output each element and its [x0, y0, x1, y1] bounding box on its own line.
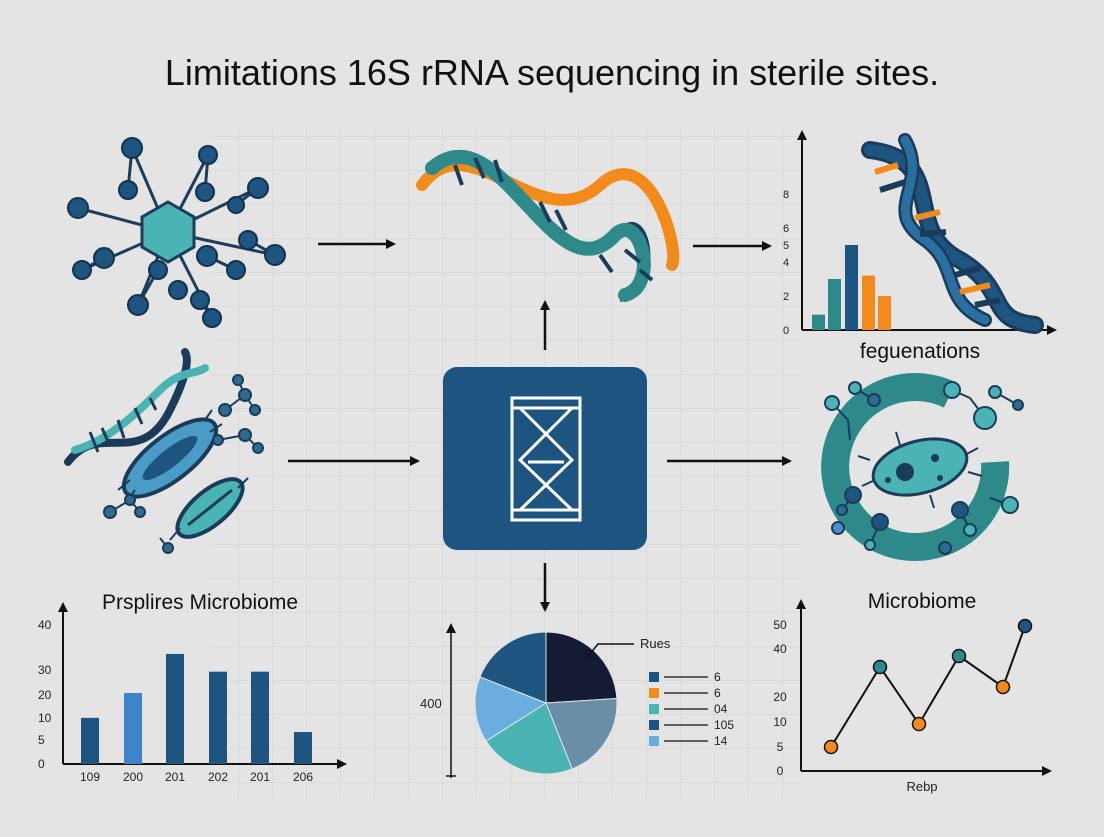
- data-point: [951, 648, 967, 664]
- chart-title: Prsplires Microbiome: [102, 591, 298, 614]
- bottom-right-line-chart: Microbiome 0 5 10 20 40 50 Rebp: [773, 590, 1052, 794]
- bar: [812, 314, 825, 330]
- bar: [294, 732, 312, 764]
- bar: [166, 653, 184, 764]
- data-point: [823, 739, 839, 755]
- x-tick-label: 201: [250, 770, 270, 784]
- y-tick-label: 30: [38, 663, 52, 677]
- bar: [81, 717, 99, 764]
- pie-axis-label: 400: [420, 696, 442, 711]
- x-tick-label: 109: [80, 770, 100, 784]
- pie-slice: [545, 698, 618, 770]
- y-tick-label: 10: [773, 715, 787, 729]
- y-tick-label: 50: [773, 618, 787, 632]
- bar: [124, 693, 142, 764]
- y-tick-label: 20: [773, 690, 787, 704]
- pie-slice: [485, 702, 573, 775]
- legend-label: 105: [714, 718, 734, 732]
- bar: [209, 671, 227, 764]
- legend-swatch: [649, 720, 659, 730]
- bar: [845, 245, 858, 330]
- y-tick-label: 0: [777, 764, 784, 778]
- y-tick-label: 40: [773, 642, 787, 656]
- bar: [862, 275, 875, 330]
- sequencer-double-helix-icon: [510, 396, 582, 522]
- legend-swatch: [649, 704, 659, 714]
- y-tick-label: 5: [777, 740, 784, 754]
- y-tick-label: 0: [38, 757, 45, 771]
- pie-slice: [479, 631, 547, 704]
- data-point: [995, 679, 1011, 695]
- bar: [828, 279, 841, 330]
- bacteria-and-dna-icon: [64, 348, 264, 554]
- y-tick-label: 6: [783, 223, 789, 235]
- legend-label: 14: [714, 734, 728, 748]
- y-tick-label: 10: [38, 711, 52, 725]
- data-point: [911, 716, 927, 732]
- legend-label: 04: [714, 702, 728, 716]
- x-tick-label: 202: [208, 770, 228, 784]
- data-point: [872, 659, 888, 675]
- x-axis-label: Rebp: [906, 779, 937, 794]
- x-tick-label: 201: [165, 770, 185, 784]
- pie-callout-line: [584, 643, 634, 661]
- bar: [251, 671, 269, 764]
- y-tick-label: 0: [783, 325, 789, 337]
- pie-slice: [474, 676, 548, 742]
- y-tick-label: 20: [38, 688, 52, 702]
- chart-label: feguenations: [860, 340, 980, 363]
- series-line: [830, 625, 1026, 748]
- pie-slice: [545, 631, 618, 704]
- bacterium-ring-network-icon: [821, 373, 1024, 561]
- y-tick-label: 2: [783, 291, 789, 303]
- pie-callout-label: Rues: [640, 636, 671, 651]
- bar: [878, 296, 891, 330]
- molecule-atoms: [67, 137, 286, 328]
- y-tick-label: 40: [38, 618, 52, 632]
- sequencer-box: [443, 367, 647, 550]
- x-tick-label: 206: [293, 770, 313, 784]
- y-tick-label: 4: [783, 257, 789, 269]
- y-tick-label: 5: [38, 733, 45, 747]
- pie-chart: 400 Rues 6 6 04 105 14: [420, 623, 734, 778]
- top-right-bar-chart: 0 2 4 5 6 8 feguenations: [783, 130, 1057, 363]
- chart-title: Microbiome: [868, 590, 977, 613]
- legend-swatch: [649, 736, 659, 746]
- dna-helix-right-icon: [861, 133, 1044, 334]
- page-title: Limitations 16S rRNA sequencing in steri…: [165, 52, 939, 93]
- bottom-left-bar-chart: Prsplires Microbiome 0 5 10 20 30 40 109 200 20…: [38, 591, 347, 784]
- legend-swatch: [649, 672, 659, 682]
- dna-double-helix-icon: [416, 149, 680, 302]
- y-tick-label: 8: [783, 189, 789, 201]
- x-tick-label: 200: [123, 770, 143, 784]
- y-tick-label: 5: [783, 240, 789, 252]
- legend-swatch: [649, 688, 659, 698]
- legend-label: 6: [714, 686, 721, 700]
- flow-arrows: [288, 239, 792, 612]
- data-point: [1017, 618, 1033, 634]
- legend-label: 6: [714, 670, 721, 684]
